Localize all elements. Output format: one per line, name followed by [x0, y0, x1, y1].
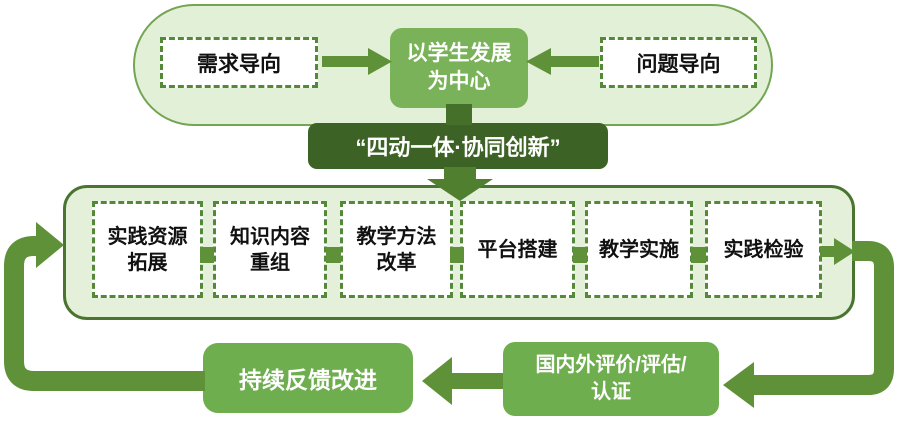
process-step-4: 平台搭建 — [460, 201, 575, 298]
process-step-5: 教学实施 — [585, 201, 693, 298]
problem-label: 问题导向 — [636, 52, 721, 76]
evaluation-box: 国内外评价/评估/ 认证 — [503, 342, 719, 416]
process-step-6-label: 实践检验 — [723, 238, 804, 261]
process-step-3: 教学方法 改革 — [340, 201, 453, 298]
process-step-1-label: 实践资源 拓展 — [107, 225, 188, 274]
process-step-6: 实践检验 — [705, 201, 822, 298]
demand-box: 需求导向 — [160, 37, 318, 88]
process-step-2-label: 知识内容 重组 — [230, 225, 310, 274]
process-step-1: 实践资源 拓展 — [92, 201, 203, 298]
process-step-2: 知识内容 重组 — [213, 201, 327, 298]
student-center-label: 以学生发展 为中心 — [406, 41, 512, 93]
slogan-banner: “四动一体·协同创新” — [308, 123, 608, 169]
feedback-box: 持续反馈改进 — [203, 343, 413, 413]
feedback-label: 持续反馈改进 — [239, 367, 377, 393]
evaluation-label: 国内外评价/评估/ 认证 — [535, 354, 687, 403]
process-step-3-label: 教学方法 改革 — [356, 225, 437, 274]
problem-box: 问题导向 — [600, 37, 757, 88]
student-center-box: 以学生发展 为中心 — [390, 28, 528, 108]
process-step-5-label: 教学实施 — [599, 238, 679, 261]
process-step-4-label: 平台搭建 — [477, 238, 558, 261]
arrow-evaluation-to-feedback — [422, 357, 503, 405]
arrow-pipe-to-evaluation — [723, 362, 754, 408]
slogan-label: “四动一体·协同创新” — [355, 135, 561, 160]
arrow-pipe-to-process — [36, 222, 64, 268]
demand-label: 需求导向 — [197, 52, 281, 76]
